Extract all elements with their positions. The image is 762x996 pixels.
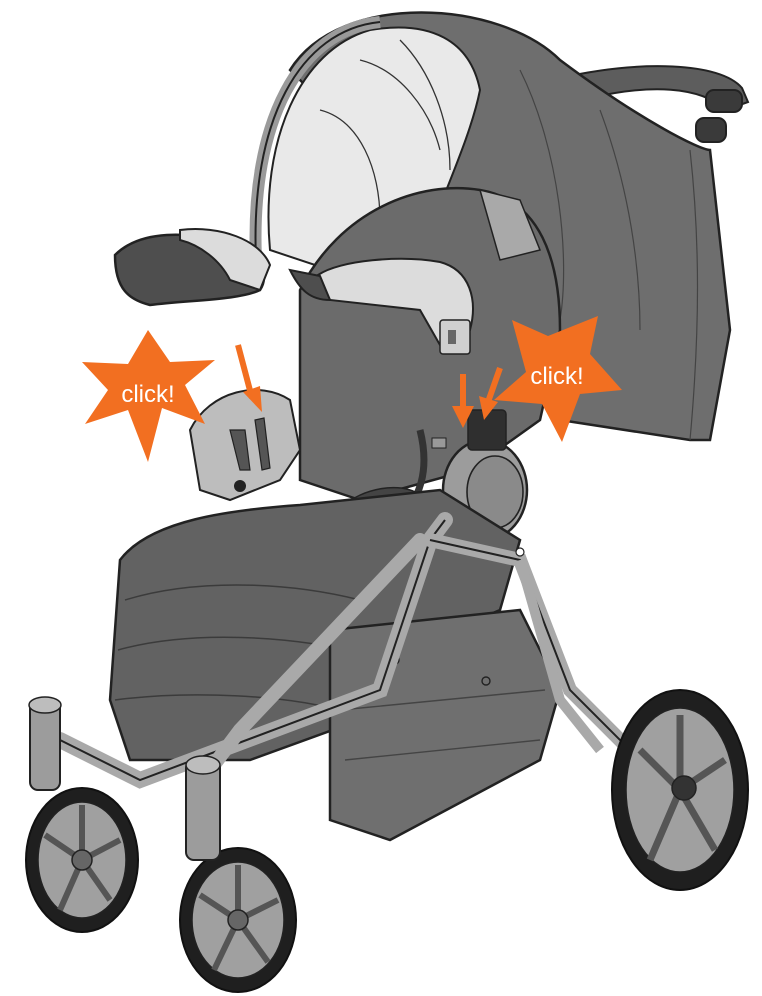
front-right-wheel [180, 756, 296, 992]
basket [330, 610, 560, 840]
click-label-left: click! [121, 381, 174, 408]
click-label-right: click! [530, 363, 583, 390]
left-hub [190, 390, 300, 500]
rear-wheel [612, 690, 748, 890]
